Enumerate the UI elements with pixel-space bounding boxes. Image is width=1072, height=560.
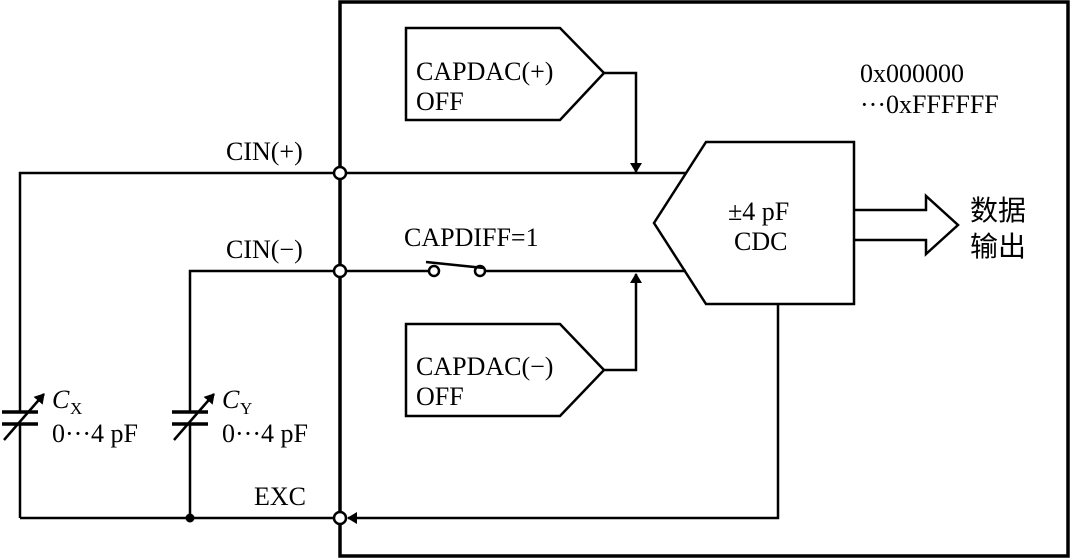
code-range-end: ···0xFFFFFF	[860, 90, 999, 119]
capdac-negative-label: CAPDAC(−)	[416, 352, 553, 381]
chip-boundary	[338, 0, 1070, 558]
exc-junction	[185, 513, 195, 523]
code-range-start: 0x000000	[860, 59, 964, 88]
cy-variable-capacitor	[172, 393, 215, 518]
capdac-negative-arrow	[604, 273, 642, 372]
cx-symbol: C	[52, 385, 70, 414]
capdac-positive-state: OFF	[416, 87, 464, 116]
cx-value: 0···4 pF	[52, 419, 138, 448]
capdiff-switch	[425, 260, 487, 278]
exc-feedback-wire	[347, 304, 780, 524]
cx-variable-capacitor	[2, 393, 45, 518]
capdac-positive-arrow	[604, 71, 642, 173]
exc-label: EXC	[254, 482, 306, 511]
cdc-label: CDC	[734, 227, 787, 256]
cdc-range-label: ±4 pF	[728, 197, 789, 226]
cdc-block: ±4 pF CDC	[652, 140, 856, 306]
data-output-label-1: 数据	[970, 194, 1026, 227]
cx-subscript: X	[70, 399, 82, 418]
cy-value: 0···4 pF	[222, 419, 308, 448]
cy-symbol: C	[222, 385, 240, 414]
capdac-positive-block: CAPDAC(+) OFF	[404, 26, 606, 122]
cin-positive-wire	[18, 171, 686, 400]
capdac-negative-state: OFF	[416, 382, 464, 411]
exc-pin	[332, 510, 348, 526]
capdac-positive-label: CAPDAC(+)	[416, 57, 553, 86]
cin-negative-pin	[332, 263, 348, 279]
data-output-arrow	[854, 193, 960, 257]
cin-negative-label: CIN(−)	[226, 235, 303, 264]
capdiff-label: CAPDIFF=1	[404, 223, 539, 252]
cin-positive-label: CIN(+)	[226, 137, 303, 166]
data-output-label-2: 输出	[970, 230, 1026, 263]
cin-negative-wire-left	[188, 269, 430, 400]
cin-positive-pin	[332, 165, 348, 181]
cy-subscript: Y	[240, 399, 252, 418]
capdac-negative-block: CAPDAC(−) OFF	[404, 322, 606, 418]
